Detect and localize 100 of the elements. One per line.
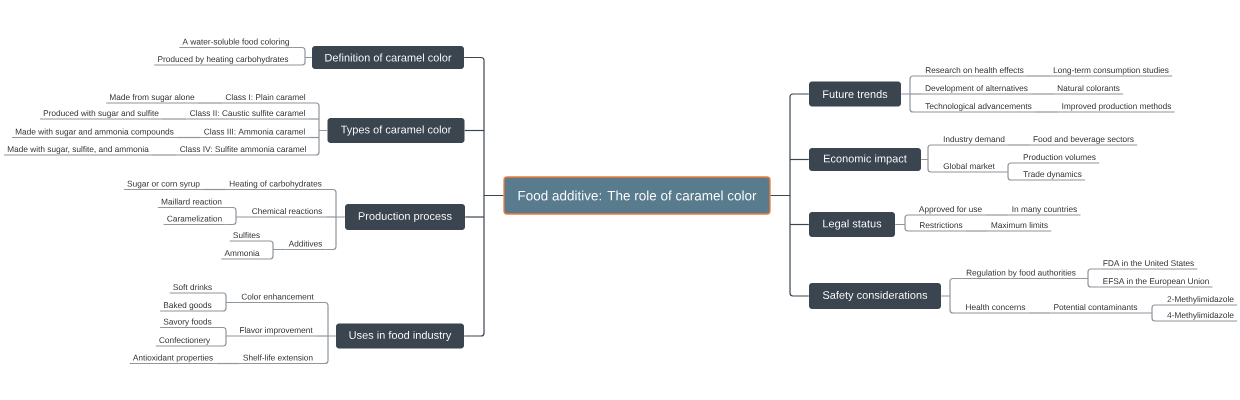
connector-line	[202, 188, 227, 191]
connector-line	[789, 93, 810, 98]
subtopic-label: Ammonia	[220, 250, 264, 260]
connector-line	[161, 118, 187, 120]
subtopic-label: Trade dynamics	[1019, 171, 1086, 181]
subtopic-label: Made from sugar alone	[105, 94, 199, 104]
connector-line	[483, 59, 504, 334]
connector-line	[1151, 304, 1165, 309]
subtopic-label: FDA in the United States	[1099, 260, 1198, 270]
connector-line	[214, 326, 227, 332]
subtopic-label: A water-soluble food coloring	[178, 38, 294, 49]
connector-line	[224, 206, 237, 212]
connector-line	[307, 136, 320, 139]
connector-line	[272, 243, 287, 257]
subtopic-label: Health concerns	[961, 304, 1030, 314]
connector-line	[214, 292, 227, 297]
subtopic-label: In many countries	[1008, 206, 1081, 216]
connector-line	[770, 96, 791, 294]
subtopic-label: Shelf-life extension	[239, 354, 317, 365]
connector-line	[235, 209, 250, 223]
connector-line	[262, 240, 274, 245]
subtopic-label: 4-Methylimidazole	[1163, 312, 1238, 322]
topic-box: Legal status	[809, 212, 895, 237]
connector-line	[292, 46, 306, 52]
connector-line	[225, 295, 239, 309]
connector-line	[1034, 111, 1059, 113]
subtopic-label: Chemical reactions	[247, 208, 327, 218]
connector-line	[904, 214, 917, 219]
subtopic-label: Baked goods	[159, 302, 216, 312]
subtopic-label: Soft drinks	[169, 284, 216, 294]
subtopic-label: Flavor improvement	[235, 327, 317, 337]
subtopic-label: Restrictions	[915, 222, 967, 232]
subtopic-label: Produced by heating carbohydrates	[153, 56, 293, 66]
central-topic-box: Food additive: The role of caramel color	[503, 176, 771, 215]
subtopic-label: Research on health effects	[921, 67, 1028, 77]
subtopic-label: Made with sugar, sulfite, and ammonia	[3, 146, 153, 156]
subtopic-label: Food and beverage sectors	[1029, 136, 1138, 146]
topic-box: Economic impact	[809, 148, 921, 171]
connector-line	[894, 217, 906, 229]
topic-box: Future trends	[809, 81, 901, 107]
connector-line	[464, 129, 485, 132]
connector-line	[225, 329, 237, 344]
connector-line	[324, 245, 337, 251]
connector-line	[984, 214, 1010, 216]
topic-box: Definition of caramel color	[312, 46, 464, 69]
connector-line	[224, 220, 237, 226]
connector-line	[1026, 75, 1051, 77]
subtopic-label: Production volumes	[1019, 154, 1100, 164]
subtopic-label: Improved production methods	[1057, 103, 1176, 113]
subtopic-label: Potential contaminants	[1049, 304, 1142, 314]
connector-line	[920, 147, 929, 170]
connector-line	[789, 158, 810, 161]
subtopic-label: Industry demand	[939, 136, 1009, 146]
subtopic-label: Produced with sugar and sulfite	[39, 110, 163, 120]
connector-line	[318, 105, 328, 153]
connector-line	[789, 223, 810, 226]
connector-line	[1028, 312, 1051, 314]
connector-line	[327, 304, 337, 362]
connector-line	[900, 78, 911, 110]
connector-line	[927, 168, 941, 173]
connector-line	[308, 102, 320, 107]
topic-box: Uses in food industry	[336, 323, 464, 349]
connector-line	[927, 144, 941, 149]
connector-line	[1140, 307, 1153, 319]
connector-line	[949, 309, 963, 314]
subtopic-label: Savory foods	[159, 318, 216, 329]
connector-line	[463, 56, 485, 62]
connector-line	[214, 307, 227, 312]
connector-line	[909, 75, 923, 80]
subtopic-label: Confectionery	[155, 337, 214, 347]
subtopic-label: Class II: Caustic sulfite caramel	[185, 110, 310, 120]
topic-box: Types of caramel color	[327, 118, 465, 143]
subtopic-label: Sulfites	[229, 232, 264, 242]
connector-line	[1030, 93, 1055, 95]
connector-line	[464, 216, 485, 218]
connector-line	[315, 359, 329, 365]
subtopic-label: Class I: Plain caramel	[221, 94, 310, 104]
topic-box: Production process	[345, 204, 465, 230]
connector-line	[308, 118, 320, 120]
connector-line	[1087, 268, 1101, 273]
subtopic-label: Long-term consumption studies	[1049, 67, 1173, 77]
connector-line	[262, 255, 274, 260]
connector-line	[304, 49, 313, 63]
connector-line	[1087, 283, 1101, 288]
subtopic-label: 2-Methylimidazole	[1163, 296, 1238, 306]
connector-line	[997, 165, 1009, 178]
subtopic-label: Color enhancement	[237, 293, 318, 304]
connector-line	[151, 154, 178, 156]
connector-line	[291, 61, 306, 66]
subtopic-label: Approved for use	[915, 206, 986, 216]
subtopic-label: Made with sugar and ammonia compounds	[11, 128, 178, 139]
subtopic-label: Regulation by food authorities	[962, 269, 1080, 280]
subtopic-label: Maillard reaction	[157, 198, 226, 209]
topic-box: Safety considerations	[809, 283, 941, 309]
connector-line	[324, 188, 337, 194]
connector-line	[940, 280, 951, 311]
subtopic-label: Natural colorants	[1053, 85, 1124, 95]
subtopic-label: Sugar or corn syrup	[123, 180, 204, 191]
connector-line	[1007, 144, 1031, 146]
connector-line	[212, 342, 227, 347]
